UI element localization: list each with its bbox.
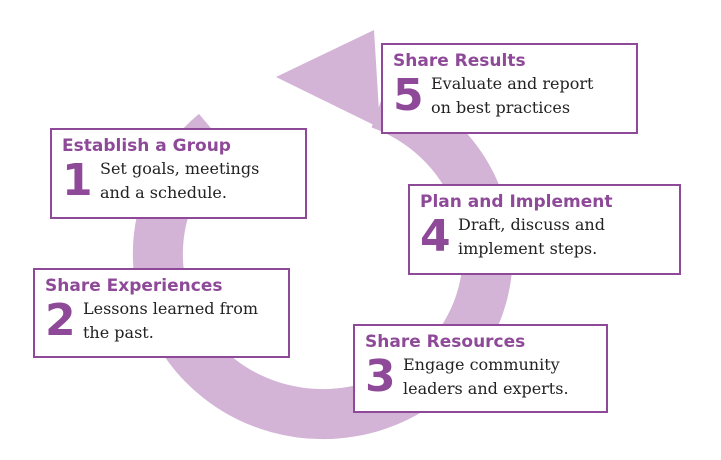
step-description: Set goals, meetings and a schedule. — [100, 159, 260, 202]
step-description: Evaluate and report on best practices — [431, 74, 594, 117]
step-title: Share Results — [393, 51, 526, 71]
step-number: 5 — [393, 70, 424, 121]
step-title: Establish a Group — [62, 136, 231, 156]
step-title: Plan and Implement — [420, 192, 613, 212]
cycle-arrow-head — [276, 30, 380, 128]
step-number: 4 — [420, 211, 451, 262]
step-number: 3 — [365, 351, 396, 402]
step-share-results: Share Results 5 Evaluate and report on b… — [381, 43, 638, 134]
step-share-experiences: Share Experiences 2 Lessons learned from… — [33, 268, 290, 358]
step-share-resources: Share Resources 3 Engage community leade… — [353, 324, 608, 413]
step-title: Share Resources — [365, 332, 526, 352]
step-number: 2 — [45, 295, 76, 346]
step-description: Engage community leaders and experts. — [403, 355, 569, 398]
step-number: 1 — [62, 155, 93, 206]
step-plan-implement: Plan and Implement 4 Draft, discuss and … — [408, 184, 681, 275]
step-description: Draft, discuss and implement steps. — [458, 215, 605, 258]
step-description: Lessons learned from the past. — [83, 299, 258, 342]
step-establish-group: Establish a Group 1 Set goals, meetings … — [50, 128, 307, 219]
step-title: Share Experiences — [45, 276, 223, 296]
